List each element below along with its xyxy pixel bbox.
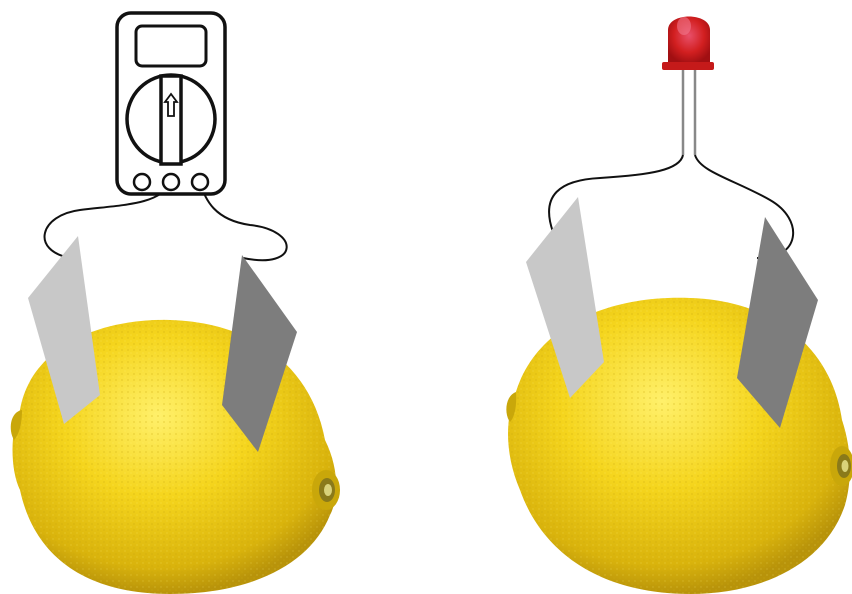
- lemon-left-tip: [312, 470, 340, 510]
- multimeter-jack-com: [134, 174, 150, 190]
- multimeter-jack-v: [192, 174, 208, 190]
- multimeter-dial-knob: [161, 76, 181, 164]
- multimeter: [117, 13, 225, 194]
- multimeter-display: [136, 26, 206, 66]
- left-panel-multimeter-setup: [11, 13, 340, 594]
- right-panel-led-setup: [506, 17, 852, 594]
- multimeter-jack-mid: [163, 174, 179, 190]
- led-icon: [662, 17, 714, 71]
